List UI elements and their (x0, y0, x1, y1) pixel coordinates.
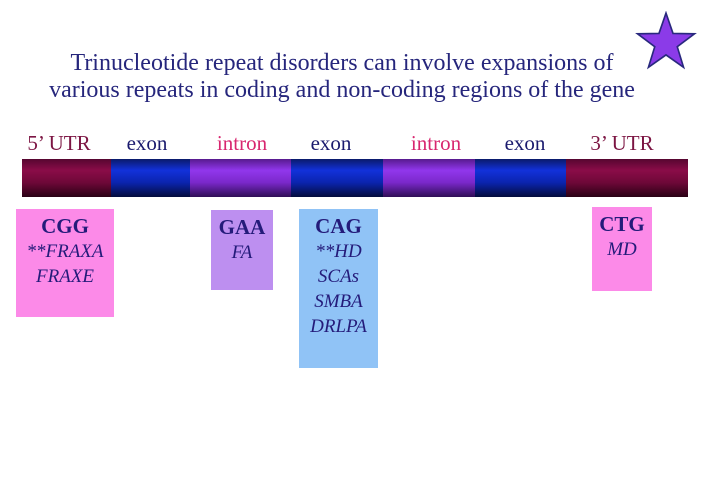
region-label-intron: intron (216, 131, 268, 155)
region-label-utr: 5’ UTR (27, 131, 91, 155)
region-label-exon: exon (310, 131, 352, 155)
gene-segment-exon-3 (475, 159, 566, 197)
disease-name: **FRAXA (26, 241, 104, 262)
slide-title-line1: Trinucleotide repeat disorders can invol… (70, 50, 614, 76)
star-shape (635, 11, 697, 70)
gene-segment-exon-2 (291, 159, 383, 197)
region-label-exon: exon (126, 131, 168, 155)
repeat-box-gaa: GAA FA (211, 210, 273, 290)
repeat-name: CAG (315, 214, 362, 238)
gene-segment-5-utr (22, 159, 111, 197)
region-label-exon: exon (504, 131, 546, 155)
gene-segment-intron-2 (383, 159, 475, 197)
disease-name: **HD (315, 241, 362, 262)
gene-segment-exon-1 (111, 159, 190, 197)
slide-title: Trinucleotide repeat disorders can invol… (0, 50, 684, 104)
gene-structure-bar (22, 159, 688, 197)
repeat-name: GAA (218, 215, 266, 239)
repeat-name: CTG (599, 212, 645, 236)
region-labels-row: 5’ UTR exon intron exon intron exon 3’ UTR (0, 131, 720, 157)
disease-name: DRLPA (310, 316, 367, 337)
gene-segment-intron-1 (190, 159, 291, 197)
disease-name: SCAs (317, 266, 360, 287)
slide-title-line2: various repeats in coding and non-coding… (49, 77, 635, 103)
disease-name: MD (607, 239, 637, 260)
disease-name: SMBA (314, 291, 363, 312)
region-label-utr: 3’ UTR (590, 131, 654, 155)
region-label-intron: intron (410, 131, 462, 155)
disease-name: FA (231, 242, 253, 263)
repeat-box-cgg: CGG **FRAXA FRAXE (16, 209, 114, 317)
repeat-box-ctg: CTG MD (592, 207, 652, 291)
repeat-name: CGG (41, 214, 89, 238)
star-icon (635, 11, 697, 70)
gene-segment-3-utr (566, 159, 688, 197)
disease-name: FRAXE (35, 266, 95, 287)
